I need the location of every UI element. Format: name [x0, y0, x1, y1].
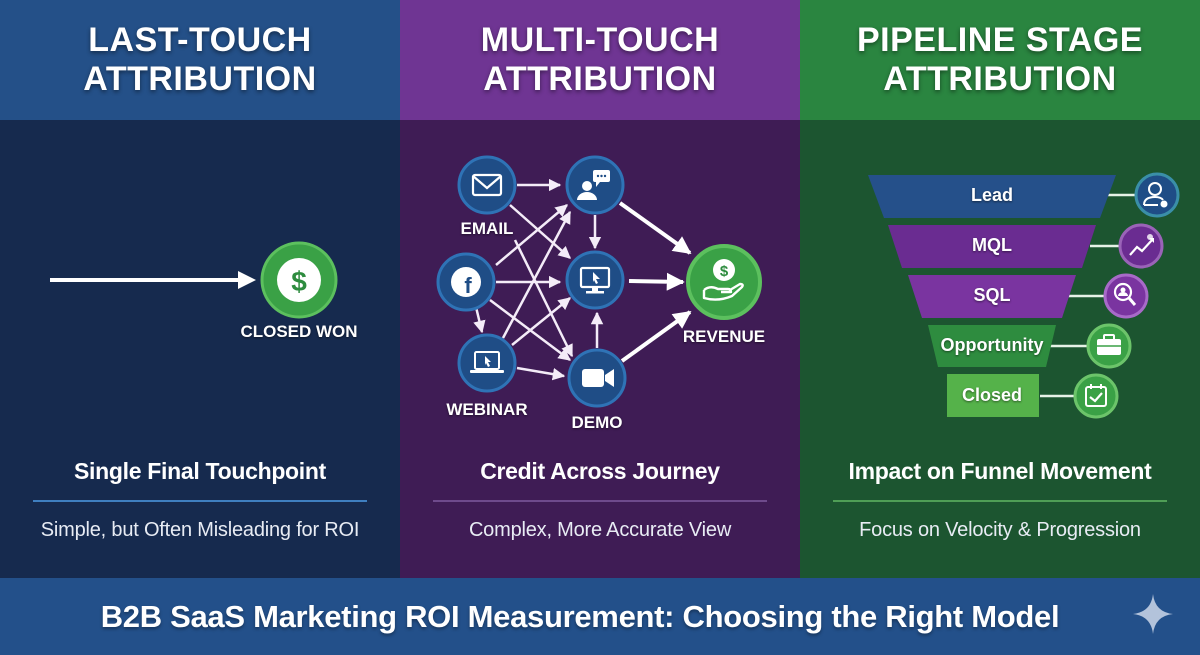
stage-label-lead: Lead [970, 185, 1013, 205]
briefcase-icon [1086, 323, 1132, 369]
money-hand-icon: $ [686, 244, 762, 320]
title-line-2: ATTRIBUTION [83, 60, 317, 98]
stage-label-sql: SQL [973, 285, 1011, 305]
multi-touch-panel: MULTI-TOUCH ATTRIBUTION [400, 0, 800, 578]
funnel-stage-lead [868, 175, 1116, 218]
stage-label-mql: MQL [972, 235, 1012, 255]
pipeline-stage-header: PIPELINE STAGE ATTRIBUTION [800, 0, 1200, 120]
pipeline-stage-description: Focus on Velocity & Progression [859, 519, 1141, 541]
video-camera-icon [567, 348, 627, 408]
last-touch-header: LAST-TOUCH ATTRIBUTION [0, 0, 400, 120]
monitor-cursor-icon [565, 250, 625, 310]
stage-label-closed: Closed [961, 385, 1022, 405]
divider [833, 500, 1167, 502]
multi-touch-network: f $ [436, 155, 762, 408]
facebook-icon: f [436, 252, 496, 312]
last-touch-panel: LAST-TOUCH ATTRIBUTION $ CLOSED WON Sing… [0, 0, 400, 578]
multi-touch-title: MULTI-TOUCH ATTRIBUTION [481, 21, 719, 99]
pipeline-stage-panel: PIPELINE STAGE ATTRIBUTION [800, 0, 1200, 578]
calendar-check-icon [1073, 373, 1119, 419]
sparkle-icon [1133, 594, 1173, 634]
connection-arrows [473, 178, 604, 381]
footer-banner: B2B SaaS Marketing ROI Measurement: Choo… [0, 578, 1200, 655]
pipeline-stage-subtitle: Impact on Funnel Movement [848, 458, 1152, 484]
multi-touch-subtitle: Credit Across Journey [480, 458, 720, 484]
connector-lines [1040, 193, 1136, 398]
funnel-stage-opportunity [928, 325, 1056, 367]
funnel-stage-mql [888, 225, 1096, 268]
envelope-icon [457, 155, 517, 215]
title-line-2: ATTRIBUTION [483, 60, 717, 98]
pipeline-stage-title: PIPELINE STAGE ATTRIBUTION [857, 21, 1143, 99]
funnel-stage-sql [908, 275, 1076, 318]
svg-text:$: $ [720, 263, 729, 280]
divider [33, 500, 367, 502]
multi-touch-description: Complex, More Accurate View [468, 519, 732, 541]
last-touch-description: Simple, but Often Misleading for ROI [40, 519, 360, 541]
laptop-icon [457, 333, 517, 393]
last-touch-title: LAST-TOUCH ATTRIBUTION [83, 21, 316, 99]
search-user-icon [1103, 273, 1149, 319]
user-gear-icon [1134, 172, 1180, 218]
last-touch-subtitle: Single Final Touchpoint [73, 458, 327, 484]
webinar-label: WEBINAR [446, 400, 528, 419]
arrow-icon [50, 271, 256, 289]
email-label: EMAIL [460, 219, 514, 238]
revenue-arrows [618, 201, 692, 363]
svg-text:f: f [464, 273, 472, 298]
trend-chart-icon [1118, 223, 1164, 269]
title-line-1: MULTI-TOUCH [480, 21, 720, 59]
title-line-1: LAST-TOUCH [88, 21, 312, 59]
dollar-icon: $ [260, 241, 338, 319]
demo-label: DEMO [571, 413, 623, 432]
footer-title: B2B SaaS Marketing ROI Measurement: Choo… [100, 598, 1060, 634]
revenue-label: REVENUE [682, 327, 766, 346]
divider [433, 500, 767, 502]
pipeline-funnel [868, 172, 1180, 419]
closed-won-label: CLOSED WON [240, 322, 358, 341]
chat-user-icon [565, 155, 625, 215]
last-touch-diagram: $ [50, 241, 338, 319]
multi-touch-header: MULTI-TOUCH ATTRIBUTION [400, 0, 800, 120]
stage-label-opportunity: Opportunity [940, 335, 1044, 355]
title-line-1: PIPELINE STAGE [857, 21, 1143, 59]
svg-text:$: $ [291, 266, 307, 297]
funnel-stage-closed [947, 374, 1039, 417]
title-line-2: ATTRIBUTION [883, 60, 1117, 98]
